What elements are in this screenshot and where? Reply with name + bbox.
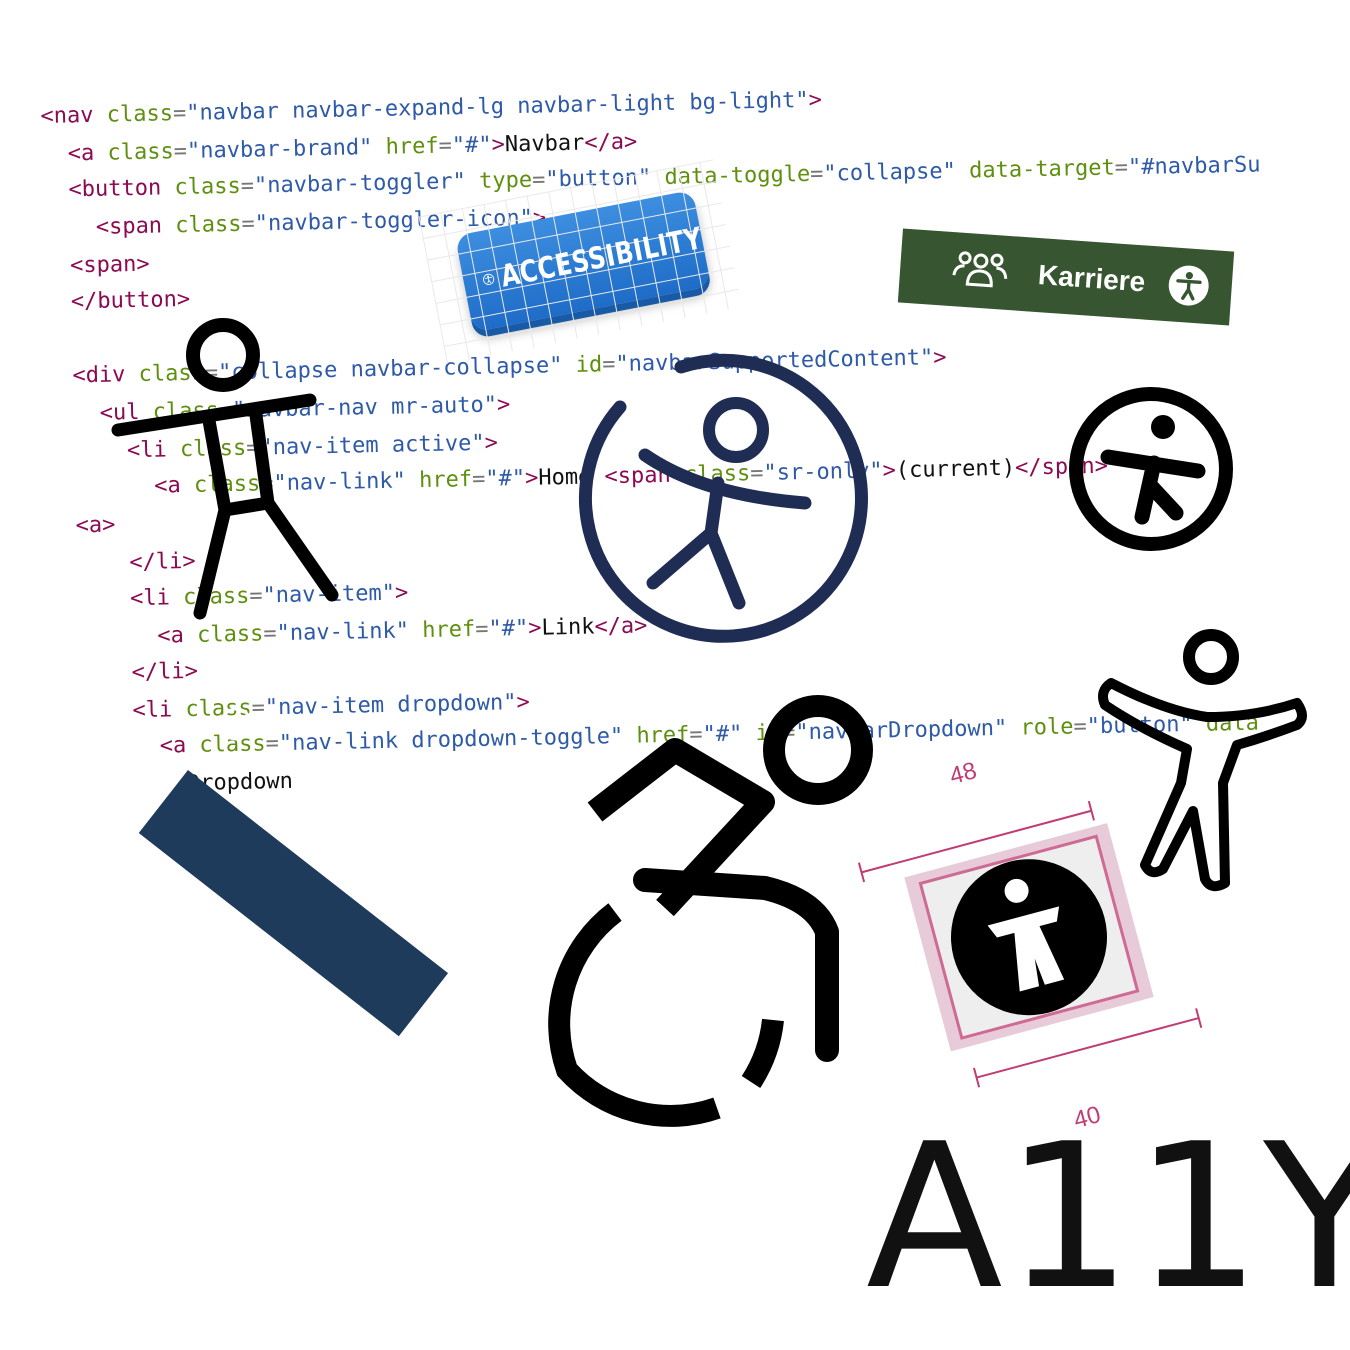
toolbar-icons	[219, 707, 472, 924]
accessibility-icon	[483, 273, 495, 285]
code-token: href	[418, 467, 473, 494]
code-token: =	[240, 173, 255, 199]
code-token: <nav	[40, 102, 94, 129]
code-token: =	[241, 211, 256, 237]
code-token: "navbar-brand"	[186, 135, 373, 164]
code-token: >	[491, 132, 506, 158]
code-token: >	[932, 345, 947, 371]
accessibility-solid-icon	[1169, 265, 1210, 306]
code-token: >	[394, 580, 409, 606]
code-token: =	[1114, 155, 1129, 181]
code-line: </button>	[44, 286, 191, 316]
code-token: >	[484, 430, 499, 456]
code-line: </li>	[52, 659, 198, 688]
code-token	[94, 141, 108, 166]
code-token: class	[107, 139, 175, 166]
code-token: >	[527, 615, 542, 641]
code-token: >	[808, 87, 823, 113]
code-token: =	[531, 167, 546, 193]
code-token: href	[421, 617, 476, 644]
code-token: <span>	[43, 251, 150, 279]
code-token: "collapse"	[823, 158, 957, 187]
code-token	[172, 697, 186, 722]
code-token	[186, 733, 200, 758]
karriere-badge-label: Karriere	[1037, 259, 1147, 298]
accessibility-target-icon	[857, 800, 1203, 1088]
code-token: >	[524, 465, 539, 491]
accessibility-badge[interactable]: ACCESSIBILITY	[418, 159, 742, 364]
code-token: </a>	[584, 129, 638, 156]
code-line: <nav class="navbar navbar-expand-lg navb…	[40, 88, 822, 130]
code-token: class	[106, 101, 174, 128]
code-token: "navbar-toggler"	[253, 169, 467, 199]
search-icon[interactable]	[291, 763, 319, 806]
code-token: =	[471, 466, 486, 493]
code-token: <a	[53, 733, 187, 761]
user-icon[interactable]	[430, 890, 472, 924]
code-token	[409, 618, 423, 643]
code-token	[161, 175, 175, 200]
code-token: </button>	[44, 286, 191, 315]
code-line: <a class="navbar-brand" href="#">Navbar<…	[41, 130, 638, 168]
wheelchair-icon	[548, 695, 873, 1127]
code-token: <li	[52, 697, 173, 725]
code-token: type	[478, 167, 533, 194]
person-outline-icon	[1098, 629, 1307, 892]
code-token	[162, 213, 176, 238]
code-token: (current)	[895, 455, 1016, 484]
code-token: href	[385, 133, 439, 160]
code-token: <button	[41, 175, 162, 203]
code-token: =	[438, 133, 453, 159]
code-token: =	[173, 138, 188, 165]
group-icon	[952, 251, 1008, 288]
code-token: class	[174, 173, 241, 201]
accessibility-solid-icon	[1069, 387, 1233, 551]
code-token: class	[175, 211, 242, 239]
code-token: "#"	[485, 465, 526, 492]
code-token	[93, 103, 107, 128]
code-token	[466, 169, 480, 194]
accessibility-circle-icon	[579, 353, 868, 643]
code-token: <a>	[48, 512, 116, 539]
code-token: "#"	[451, 132, 492, 159]
karriere-badge[interactable]: Karriere	[897, 228, 1235, 326]
code-token: >	[496, 392, 511, 418]
code-token: =	[809, 161, 824, 187]
code-token: role	[1020, 714, 1074, 741]
code-token: =	[474, 616, 489, 643]
code-token: =	[1073, 714, 1087, 740]
code-token: <a	[41, 140, 95, 167]
code-token: >	[882, 458, 897, 484]
stick-figure-icon	[111, 318, 339, 620]
code-token	[406, 468, 420, 493]
code-token: <span	[42, 213, 163, 241]
a11y-logo-text: A11Y	[866, 1101, 1350, 1334]
code-token: Navbar	[504, 130, 585, 158]
code-token: "#"	[488, 615, 529, 642]
code-token: data-target	[968, 155, 1116, 184]
code-line: <a>	[49, 513, 116, 540]
code-token: "#navbarSu	[1127, 152, 1261, 181]
code-token	[372, 135, 386, 160]
code-line: <span>	[43, 251, 150, 280]
code-token: =	[172, 100, 187, 127]
code-token	[956, 159, 970, 184]
code-token: </li>	[51, 658, 199, 687]
code-token: "navbar navbar-expand-lg navbar-light bg…	[185, 87, 809, 126]
accessibility-icon[interactable]	[352, 816, 412, 876]
code-token	[1007, 716, 1021, 741]
clock-icon[interactable]	[219, 707, 253, 741]
